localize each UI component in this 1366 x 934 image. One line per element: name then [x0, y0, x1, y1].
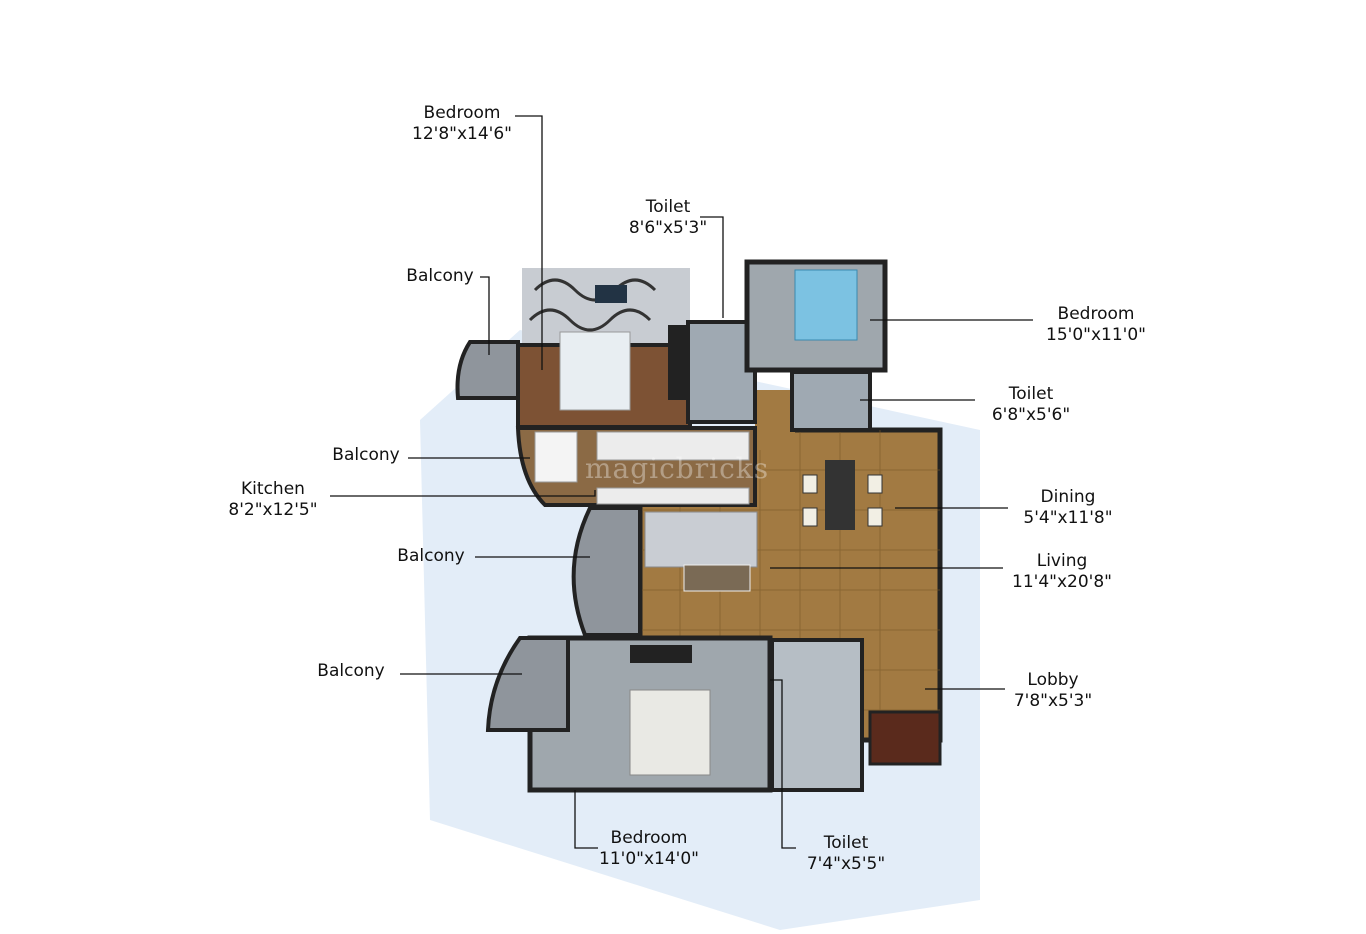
label-balcony-2: Balcony — [332, 445, 400, 465]
bed — [559, 331, 631, 411]
rug — [683, 564, 751, 592]
toilet-1-floor — [686, 320, 757, 424]
balcony-4-floor — [485, 636, 570, 732]
leader-lines — [330, 115, 1033, 849]
toilet-3-floor — [770, 638, 864, 792]
label-balcony-4: Balcony — [317, 661, 385, 681]
main-door — [868, 710, 942, 766]
bed — [629, 689, 711, 776]
toilet-2-floor — [790, 370, 872, 432]
dining-table — [825, 460, 855, 530]
balcony-3-floor — [571, 506, 642, 637]
bed — [794, 269, 858, 341]
label-balcony-3: Balcony — [397, 546, 465, 566]
balcony-1-floor — [455, 340, 520, 400]
sofa — [644, 511, 758, 568]
label-balcony-1: Balcony — [406, 266, 474, 286]
watermark: magicbricks — [585, 452, 770, 485]
